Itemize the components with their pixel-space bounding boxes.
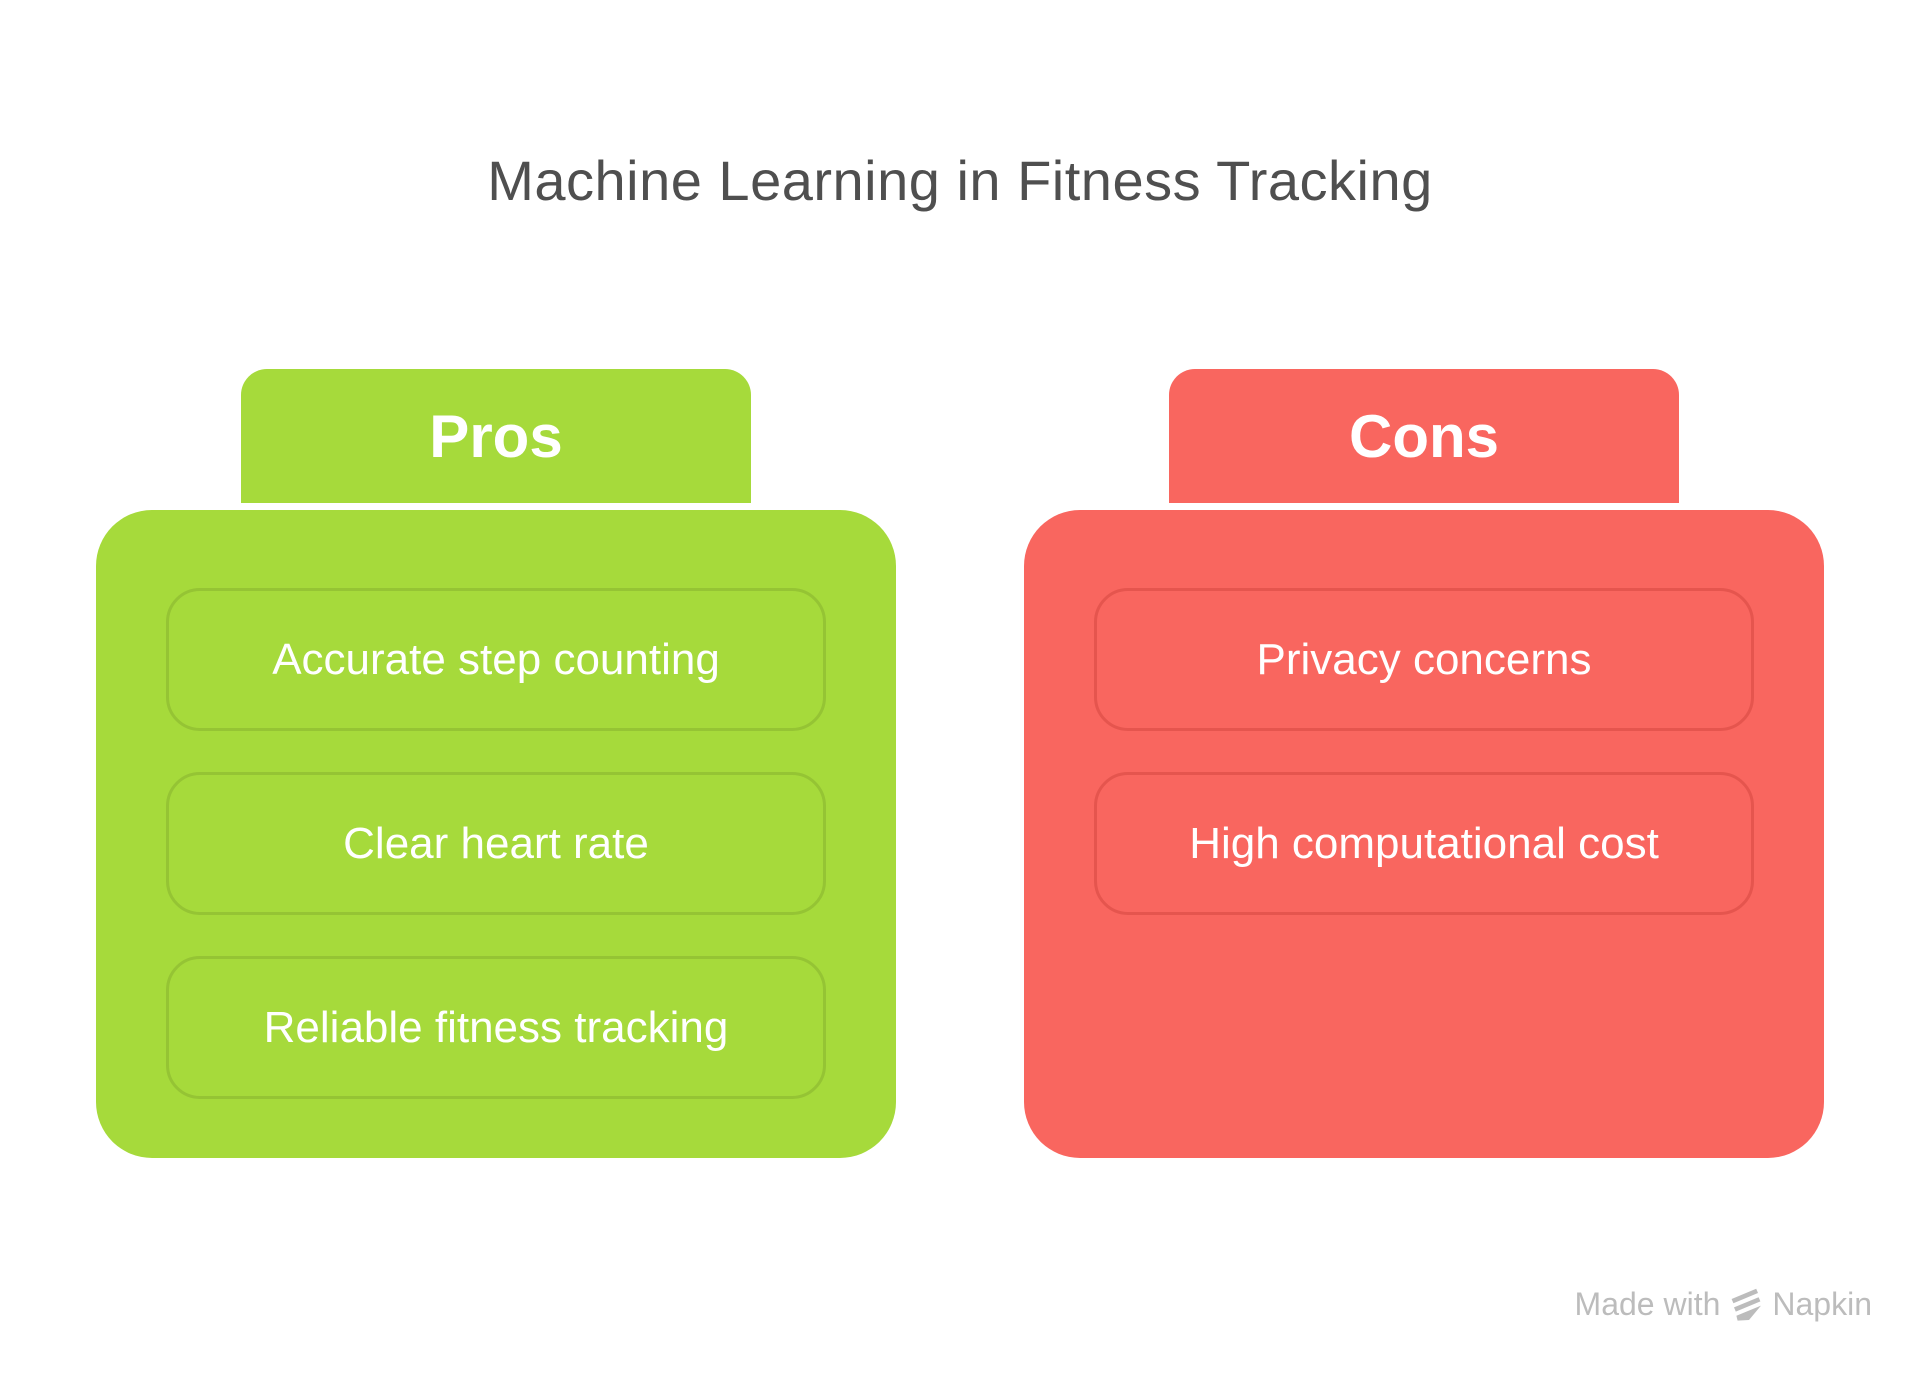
cons-header: Cons bbox=[1169, 369, 1679, 503]
watermark-brand: Napkin bbox=[1772, 1286, 1872, 1322]
pros-item-2-label: Clear heart rate bbox=[343, 818, 649, 868]
pros-header-label: Pros bbox=[429, 402, 563, 470]
pros-item-1: Accurate step counting bbox=[166, 588, 826, 731]
pros-cons-columns: Pros Accurate step counting Clear heart … bbox=[0, 369, 1920, 1158]
cons-item-2-label: High computational cost bbox=[1189, 818, 1659, 868]
pros-column: Pros Accurate step counting Clear heart … bbox=[96, 369, 896, 1158]
napkin-watermark[interactable]: Made with Napkin bbox=[1575, 1286, 1872, 1323]
cons-item-1-label: Privacy concerns bbox=[1256, 634, 1592, 684]
diagram-title: Machine Learning in Fitness Tracking bbox=[487, 149, 1433, 212]
napkin-logo-icon bbox=[1730, 1287, 1762, 1323]
cons-header-label: Cons bbox=[1349, 402, 1499, 470]
pros-item-2: Clear heart rate bbox=[166, 772, 826, 915]
pros-header: Pros bbox=[241, 369, 751, 503]
pros-card: Accurate step counting Clear heart rate … bbox=[96, 510, 896, 1158]
pros-item-3-label: Reliable fitness tracking bbox=[263, 1002, 729, 1052]
pros-item-3: Reliable fitness tracking bbox=[166, 956, 826, 1099]
cons-column: Cons Privacy concerns High computational… bbox=[1024, 369, 1824, 1158]
cons-item-2: High computational cost bbox=[1094, 772, 1754, 915]
pros-item-1-label: Accurate step counting bbox=[272, 634, 720, 684]
cons-item-1: Privacy concerns bbox=[1094, 588, 1754, 731]
watermark-prefix: Made with bbox=[1574, 1286, 1721, 1322]
cons-card: Privacy concerns High computational cost bbox=[1024, 510, 1824, 1158]
